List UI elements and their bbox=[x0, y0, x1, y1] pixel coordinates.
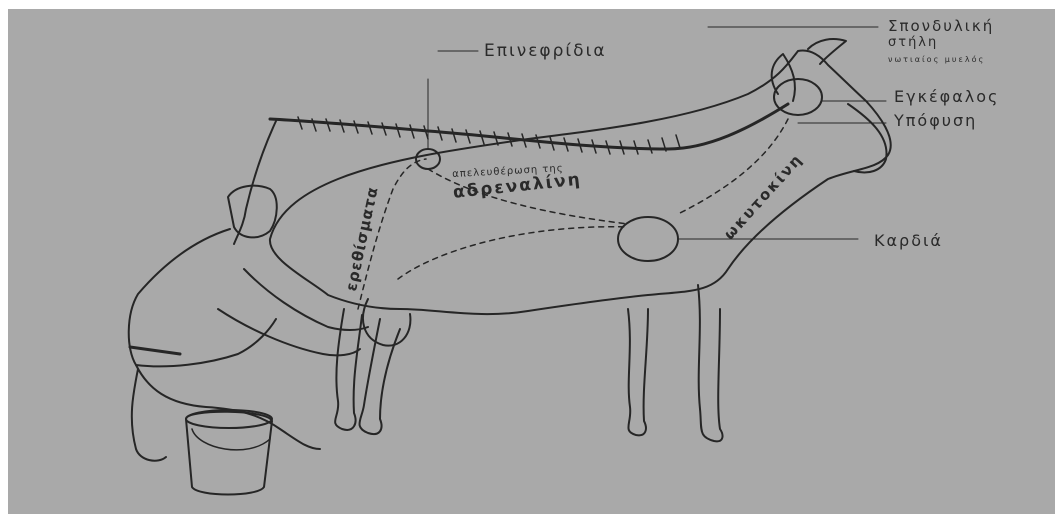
label-spondyliki: Σπονδυλική bbox=[888, 17, 994, 35]
diagram-canvas: Επινεφρίδια Σπονδυλική στήλη νωτιαίος μυ… bbox=[8, 9, 1055, 514]
label-egkefalos: Εγκέφαλος bbox=[894, 87, 999, 106]
man-torso bbox=[129, 229, 276, 366]
label-ypofysi: Υπόφυση bbox=[894, 111, 977, 130]
bucket-handle bbox=[192, 429, 270, 450]
man-head bbox=[228, 186, 277, 238]
label-kardia: Καρδιά bbox=[874, 231, 943, 250]
label-spondyliki-stili: στήλη bbox=[888, 35, 938, 50]
man-belt bbox=[130, 347, 180, 354]
cow-hind-leg bbox=[359, 319, 400, 434]
adrenal-gland bbox=[416, 149, 440, 169]
cow-horn bbox=[808, 39, 846, 64]
blood-path bbox=[398, 227, 628, 279]
label-epinefridia: Επινεφρίδια bbox=[484, 41, 607, 61]
bucket bbox=[186, 412, 272, 495]
cow-front-leg-2 bbox=[628, 309, 648, 435]
cow-heart bbox=[618, 217, 678, 261]
cow-brain bbox=[774, 79, 822, 115]
man-leg bbox=[136, 365, 320, 449]
cow-milking-illustration bbox=[8, 9, 1055, 514]
cow-hind-leg-2 bbox=[335, 309, 362, 430]
label-small-caption: νωτιαίος μυελός bbox=[888, 55, 985, 64]
cow-front-leg bbox=[698, 285, 722, 441]
cow-tail bbox=[234, 121, 276, 244]
spinal-cord bbox=[270, 104, 788, 149]
